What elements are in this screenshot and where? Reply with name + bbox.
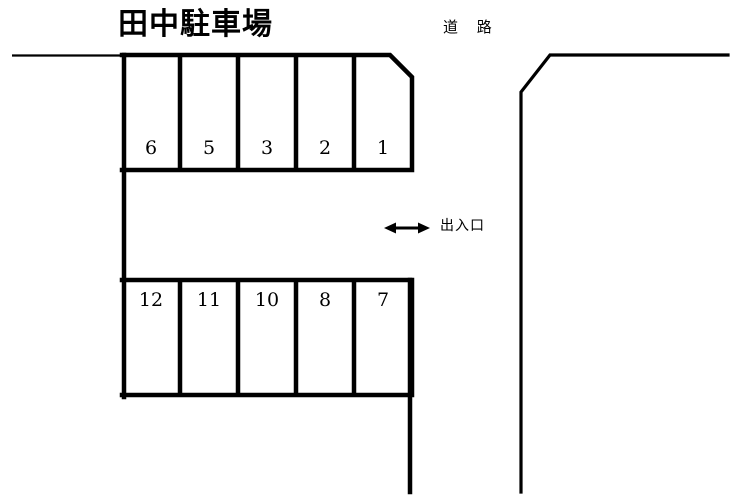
entrance-exit-arrow-icon [384,222,430,234]
stall-number: 10 [254,289,280,311]
stall-number: 7 [376,289,390,311]
upper-block-outline [119,52,415,173]
stall-number: 12 [138,289,164,311]
stall-number: 11 [196,289,222,311]
right-road-edge-line [519,53,730,494]
entrance-exit-label: 出入口 [440,218,485,234]
stall-number: 1 [376,137,390,159]
stall-number: 6 [144,137,158,159]
stall-number: 8 [318,289,332,311]
stall-number: 3 [260,137,274,159]
stall-number: 5 [202,137,216,159]
road-label-top: 道 路 [443,18,499,36]
stall-number: 2 [318,137,332,159]
page-title: 田中駐車場 [118,7,273,42]
